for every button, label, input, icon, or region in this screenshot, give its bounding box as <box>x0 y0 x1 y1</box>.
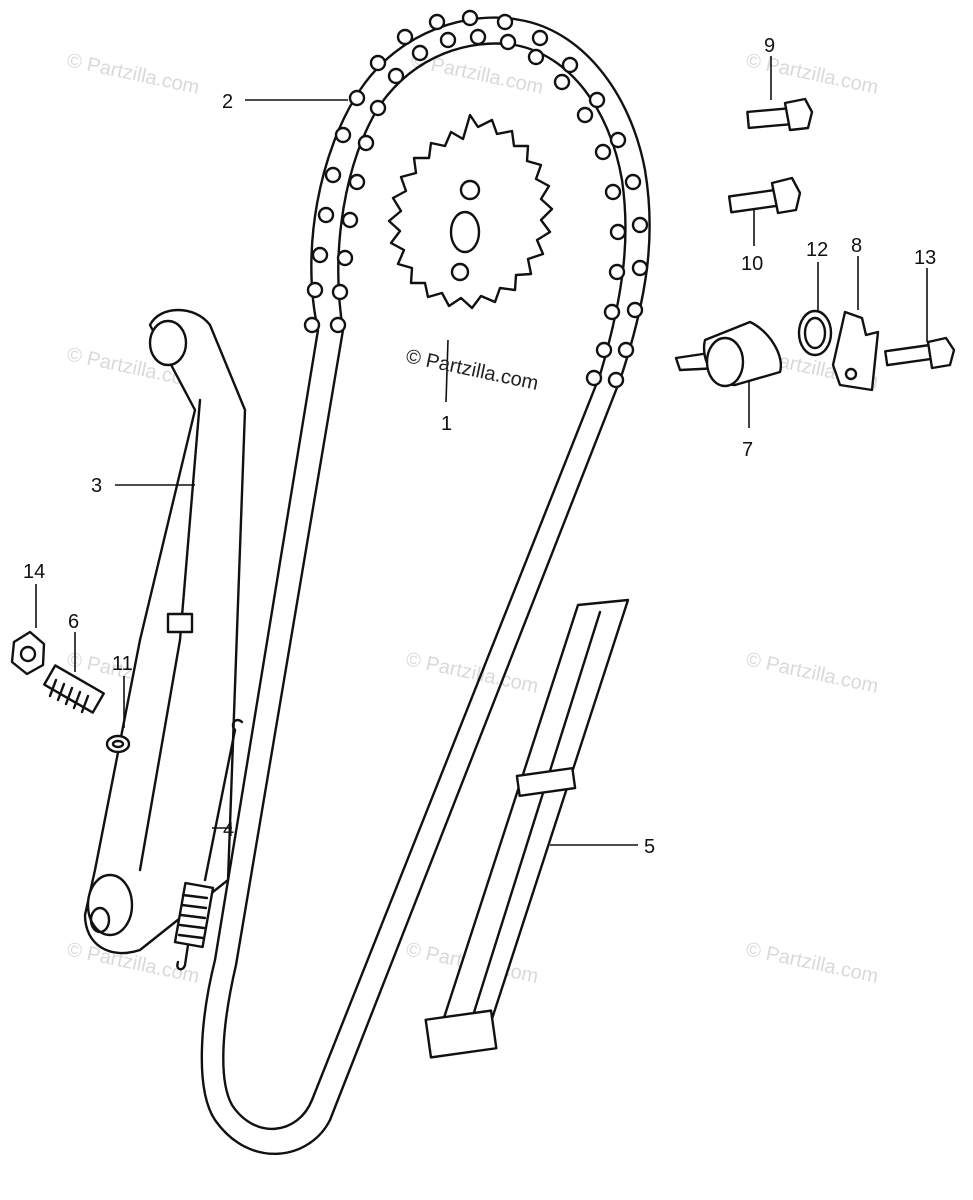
watermark: © Partzilla.com <box>409 49 545 99</box>
callout-12: 12 <box>806 239 828 261</box>
callout-3: 3 <box>91 475 102 497</box>
watermark: © Partzilla.com <box>65 49 201 99</box>
callout-9: 9 <box>764 35 775 57</box>
callouts: 1 2 3 4 5 6 7 8 9 10 11 12 13 14 <box>23 35 936 858</box>
callout-7: 7 <box>742 439 753 461</box>
watermark: © Partzilla.com <box>744 938 880 988</box>
tensioner-arm <box>83 308 247 955</box>
callout-8: 8 <box>851 235 862 257</box>
watermark: © Partzilla.com <box>744 648 880 698</box>
tensioner-spring <box>173 718 244 971</box>
callout-11: 11 <box>112 653 133 675</box>
cam-sprocket <box>387 113 554 310</box>
bolts-9-10 <box>727 97 814 215</box>
leader-lines <box>35 56 928 846</box>
chain-guide <box>424 598 630 1059</box>
watermark-center: © Partzilla.com <box>404 345 540 395</box>
adjuster-hardware <box>10 630 131 754</box>
callout-4: 4 <box>223 819 234 841</box>
tensioner-assembly <box>674 309 956 392</box>
callout-1: 1 <box>441 413 452 435</box>
callout-6: 6 <box>68 611 79 633</box>
watermark: © Partzilla.com <box>404 648 540 698</box>
callout-2: 2 <box>222 91 233 113</box>
callout-5: 5 <box>644 836 655 858</box>
callout-14: 14 <box>23 561 45 583</box>
callout-10: 10 <box>741 253 763 275</box>
cam-chain <box>200 9 651 1156</box>
callout-13: 13 <box>914 247 936 269</box>
chain-links <box>303 9 649 389</box>
